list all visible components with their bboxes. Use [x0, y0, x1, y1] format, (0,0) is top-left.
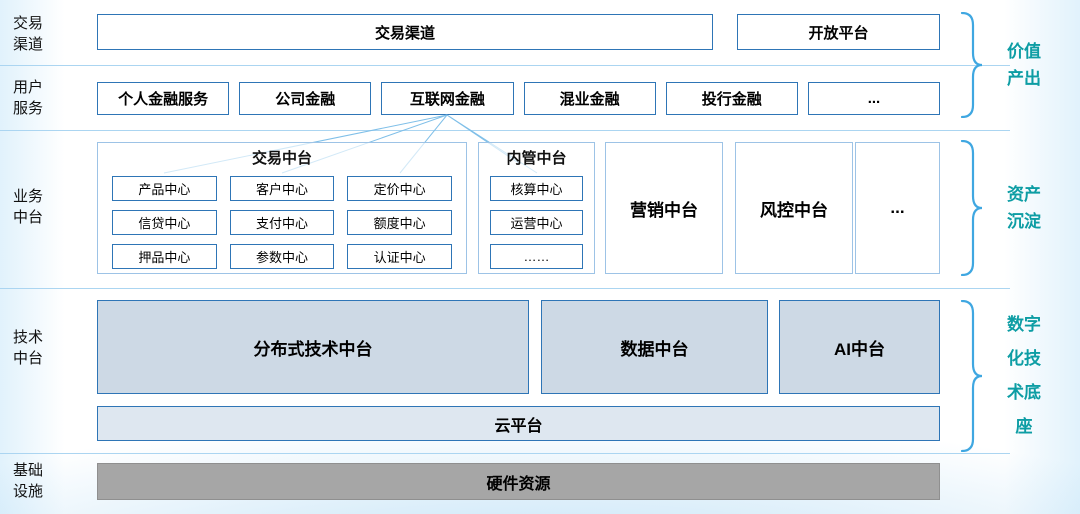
annotation-digital-base: 数字化技术底座 [1007, 315, 1041, 436]
row-label-tech: 技术中台 [13, 329, 44, 367]
trade-center-grid: 产品中心 客户中心 定价中心 信贷中心 支付中心 额度中心 押品中心 参数中心 … [112, 176, 452, 269]
row-label-infra: 基础设施 [13, 462, 44, 500]
box-cloud-platform: 云平台 [97, 406, 940, 441]
cell-quota-center: 额度中心 [347, 210, 452, 235]
box-corporate-finance: 公司金融 [239, 82, 372, 115]
cell-product-center: 产品中心 [112, 176, 217, 201]
row-label-business: 业务中台 [13, 188, 44, 226]
box-personal-finance: 个人金融服务 [97, 82, 230, 115]
separator-line [0, 130, 1010, 131]
cell-payment-center: 支付中心 [229, 210, 335, 235]
cell-internal-ellipsis: …… [490, 244, 583, 269]
cell-pricing-center: 定价中心 [347, 176, 452, 201]
cell-operations-center: 运营中心 [490, 210, 583, 235]
internal-center-stack: 核算中心 运营中心 …… [490, 176, 583, 269]
separator-line [0, 453, 1010, 454]
brace-asset-accumulation [960, 140, 983, 276]
separator-line [0, 288, 1010, 289]
box-trade-channel: 交易渠道 [97, 14, 713, 50]
annotation-asset-accumulation: 资产沉淀 [1007, 185, 1041, 231]
cell-collateral-center: 押品中心 [112, 244, 217, 269]
internal-center-group: 内管中台 核算中心 运营中心 …… [478, 142, 595, 274]
cell-customer-center: 客户中心 [229, 176, 335, 201]
box-data-platform: 数据中台 [541, 300, 768, 394]
box-open-platform: 开放平台 [737, 14, 940, 50]
row-label-services: 用户服务 [13, 79, 44, 117]
box-ai-platform: AI中台 [779, 300, 940, 394]
cell-credit-center: 信贷中心 [112, 210, 217, 235]
box-mixed-finance: 混业金融 [523, 82, 656, 115]
box-marketing-platform: 营销中台 [605, 142, 723, 274]
cell-accounting-center: 核算中心 [490, 176, 583, 201]
box-business-ellipsis: ... [855, 142, 940, 274]
box-risk-platform: 风控中台 [735, 142, 853, 274]
trade-center-group: 交易中台 产品中心 客户中心 定价中心 信贷中心 支付中心 额度中心 押品中心 … [97, 142, 467, 274]
separator-line [0, 65, 1010, 66]
row-label-channels: 交易渠道 [13, 15, 44, 53]
box-hardware-resources: 硬件资源 [97, 463, 940, 500]
trade-center-title: 交易中台 [251, 150, 312, 167]
box-services-ellipsis: ... [807, 82, 941, 115]
brace-value-output [960, 12, 983, 118]
box-internet-finance: 互联网金融 [381, 82, 514, 115]
box-distributed-tech-platform: 分布式技术中台 [97, 300, 529, 394]
internal-center-title: 内管中台 [506, 150, 567, 167]
box-investment-banking: 投行金融 [665, 82, 798, 115]
annotation-value-output: 价值产出 [1007, 42, 1041, 88]
cell-parameter-center: 参数中心 [229, 244, 335, 269]
brace-digital-base [960, 300, 983, 452]
cell-authentication-center: 认证中心 [347, 244, 452, 269]
services-row: 个人金融服务 公司金融 互联网金融 混业金融 投行金融 ... [97, 82, 941, 115]
